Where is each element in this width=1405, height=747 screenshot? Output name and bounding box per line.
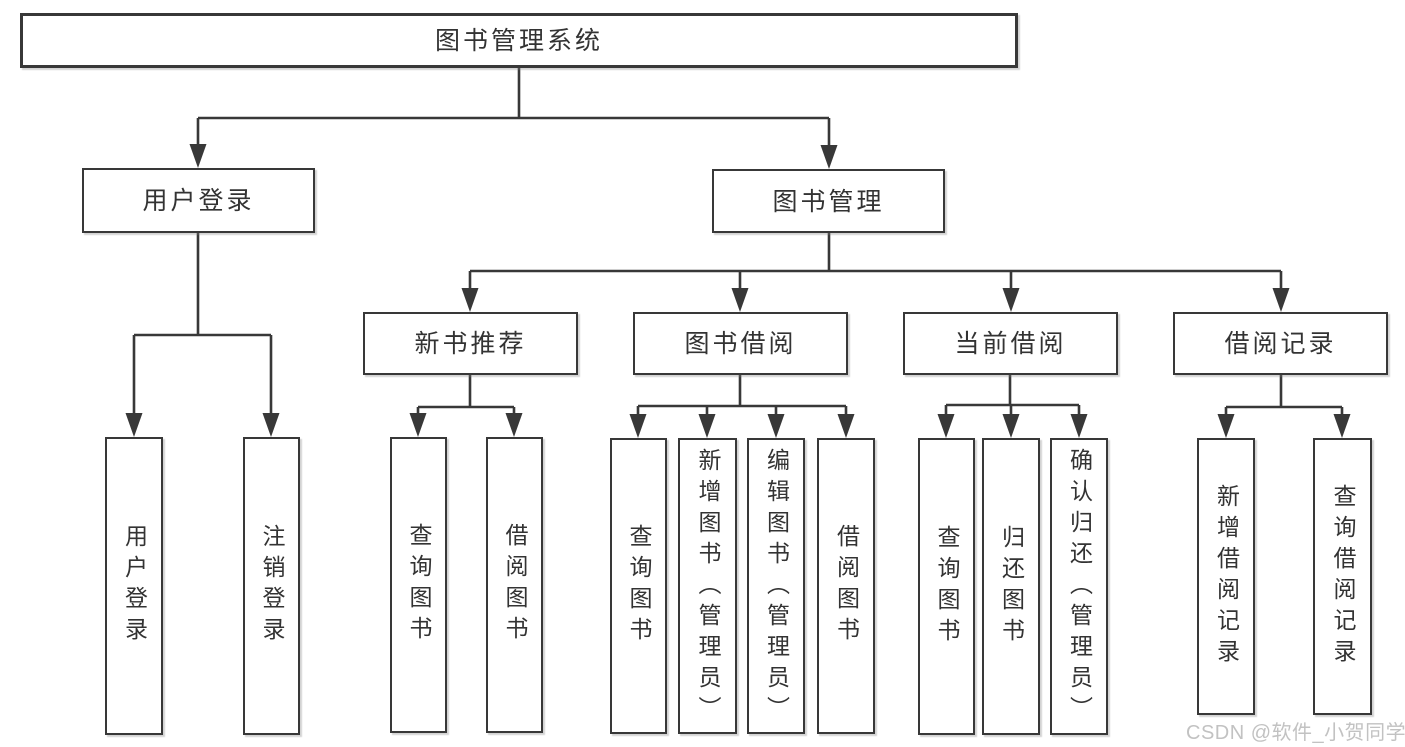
arrowhead: [1002, 288, 1020, 312]
leaf-borrow-query-books: 查询图书: [610, 438, 667, 734]
leaf-current-query-books: 查询图书: [918, 438, 975, 735]
arrowhead: [1272, 288, 1290, 312]
leaf-current-confirm-return-admin: 确认归还（管理员）: [1050, 438, 1108, 735]
leaf-borrow-add-books-admin: 新增图书（管理员）: [678, 438, 737, 734]
node-user-login: 用户登录: [82, 168, 315, 233]
arrowhead: [262, 413, 280, 437]
watermark: CSDN @软件_小贺同学: [1186, 722, 1405, 744]
arrowhead: [461, 288, 479, 312]
connector-new-book-recommend: [416, 375, 516, 419]
leaf-records-query-record: 查询借阅记录: [1313, 438, 1372, 715]
connector-book-borrow: [636, 375, 848, 420]
arrowhead: [409, 413, 427, 437]
arrowhead: [731, 288, 749, 312]
arrowhead: [820, 145, 838, 169]
leaf-borrow-borrow-books: 借阅图书: [817, 438, 875, 734]
leaf-logout: 注销登录: [243, 437, 300, 735]
arrowhead: [1002, 414, 1020, 438]
node-book-management: 图书管理: [712, 169, 945, 233]
arrowhead: [125, 413, 143, 437]
leaf-records-add-record: 新增借阅记录: [1197, 438, 1255, 715]
arrowhead: [937, 414, 955, 438]
connector-current-borrow: [944, 375, 1081, 420]
node-current-borrow: 当前借阅: [903, 312, 1118, 375]
arrowhead: [629, 414, 647, 438]
leaf-newbook-borrow-books: 借阅图书: [486, 437, 543, 733]
connector-book-management: [468, 233, 1283, 294]
connector-borrow-records: [1224, 375, 1344, 420]
arrowhead: [1070, 414, 1088, 438]
node-library-management-system: 图书管理系统: [20, 13, 1018, 68]
node-new-book-recommend: 新书推荐: [363, 312, 578, 375]
connector-root: [196, 68, 831, 151]
arrowhead: [837, 414, 855, 438]
connector-user-login: [132, 233, 273, 419]
leaf-newbook-query-books: 查询图书: [390, 437, 447, 733]
node-book-borrow: 图书借阅: [633, 312, 848, 375]
arrowhead: [767, 414, 785, 438]
node-borrow-records: 借阅记录: [1173, 312, 1388, 375]
arrowhead: [1217, 414, 1235, 438]
leaf-user-login: 用户登录: [105, 437, 163, 735]
leaf-borrow-edit-books-admin: 编辑图书（管理员）: [747, 438, 805, 734]
arrowhead: [505, 413, 523, 437]
arrowhead: [1333, 414, 1351, 438]
arrowhead: [698, 414, 716, 438]
leaf-current-return-books: 归还图书: [982, 438, 1040, 735]
arrowhead: [189, 144, 207, 168]
